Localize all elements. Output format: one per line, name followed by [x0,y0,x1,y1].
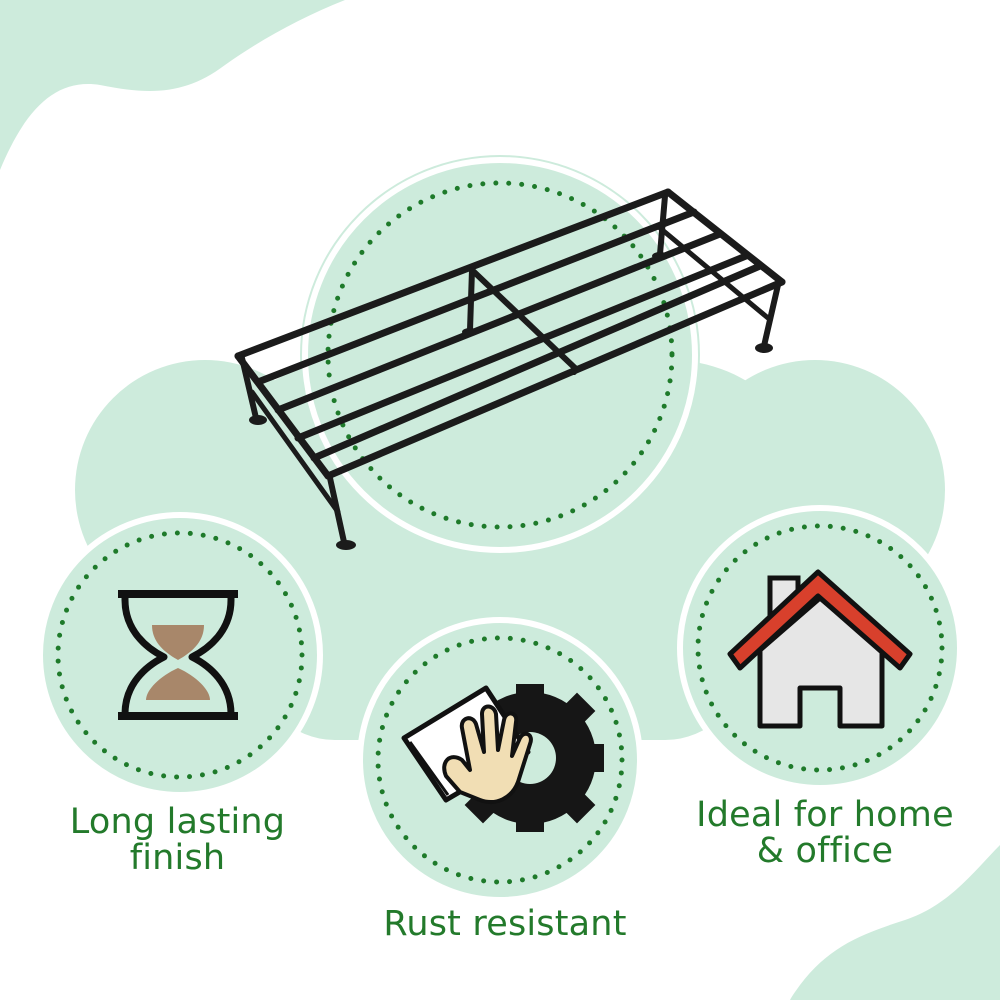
home-label-line2: & office [756,831,894,871]
house-icon [727,569,913,729]
bottom-right-wave [790,845,1000,1000]
finish-label-line1: Long lasting [69,802,286,842]
top-left-wave [0,0,345,170]
rust-label: Rust resistant [383,904,627,944]
cleaning-gear-icon [401,684,604,832]
plant-stand-rack [234,188,786,550]
finish-label-line2: finish [129,838,226,878]
home-label-line1: Ideal for home [696,795,954,835]
hourglass-icon [118,590,238,720]
home-label: Ideal for home & office [680,797,970,869]
finish-label: Long lasting finish [40,804,315,876]
